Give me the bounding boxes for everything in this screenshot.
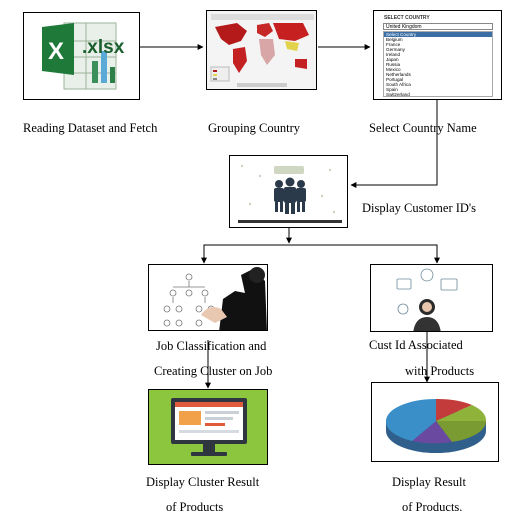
result-box	[371, 382, 499, 462]
support-agent-icon	[396, 268, 458, 331]
svg-text:.xlsx: .xlsx	[82, 37, 125, 58]
select-country-box: SELECT COUNTRY United Kingdom Select Cou…	[373, 10, 502, 100]
svg-text:X: X	[48, 38, 64, 65]
dropdown-title: SELECT COUNTRY	[384, 15, 430, 21]
country-option: Portugal	[386, 77, 404, 82]
cust-caption-line1: Cust Id Associated	[369, 338, 463, 352]
cluster-caption-line1: Display Cluster Result	[146, 475, 260, 489]
dropdown-select: United Kingdom	[383, 23, 493, 30]
excel-icon: X .xlsx	[42, 22, 125, 90]
job-caption-line1: Job Classification and	[156, 339, 267, 353]
country-option: Mexico	[386, 67, 401, 72]
display-ids-box	[229, 155, 348, 228]
cluster-result-box	[148, 389, 268, 465]
dropdown-value: United Kingdom	[386, 24, 422, 30]
result-caption-line1: Display Result	[392, 475, 466, 489]
country-option: Germany	[386, 47, 405, 52]
country-option: Select Country	[384, 32, 492, 37]
country-option: South Africa	[386, 82, 411, 87]
monitor-icon	[149, 390, 267, 464]
read-dataset-caption: Reading Dataset and Fetch	[23, 121, 158, 135]
country-option: Ireland	[386, 52, 401, 57]
pie-chart-icon	[385, 398, 487, 453]
country-dropdown-icon: SELECT COUNTRY United Kingdom Select Cou…	[374, 11, 501, 99]
country-option: Spain	[386, 87, 398, 92]
cluster-caption-line2: of Products	[166, 500, 224, 514]
cust-id-box	[370, 264, 493, 332]
country-option: Japan	[386, 57, 399, 62]
country-option: Belgium	[386, 37, 403, 42]
read-dataset-box: X .xlsx	[23, 12, 140, 100]
people-group-icon	[238, 164, 342, 223]
country-option: Russia	[386, 62, 401, 67]
arrow-select-to-display	[350, 100, 438, 188]
select-country-caption: Select Country Name	[369, 121, 477, 135]
result-caption-line2: of Products.	[402, 500, 463, 514]
display-ids-caption: Display Customer ID's	[362, 201, 477, 215]
world-map-icon	[207, 11, 316, 89]
group-country-caption: Grouping Country	[208, 121, 301, 135]
group-country-box	[206, 10, 317, 90]
cust-caption-line2: with Products	[405, 364, 475, 378]
country-option: France	[386, 42, 401, 47]
org-chart-icon	[163, 267, 267, 330]
job-classification-box	[148, 264, 268, 331]
job-caption-line2: Creating Cluster on Job	[154, 364, 273, 378]
connector-split	[203, 244, 438, 262]
country-option: Switzerland	[386, 92, 410, 97]
country-option: Netherlands	[386, 72, 411, 77]
